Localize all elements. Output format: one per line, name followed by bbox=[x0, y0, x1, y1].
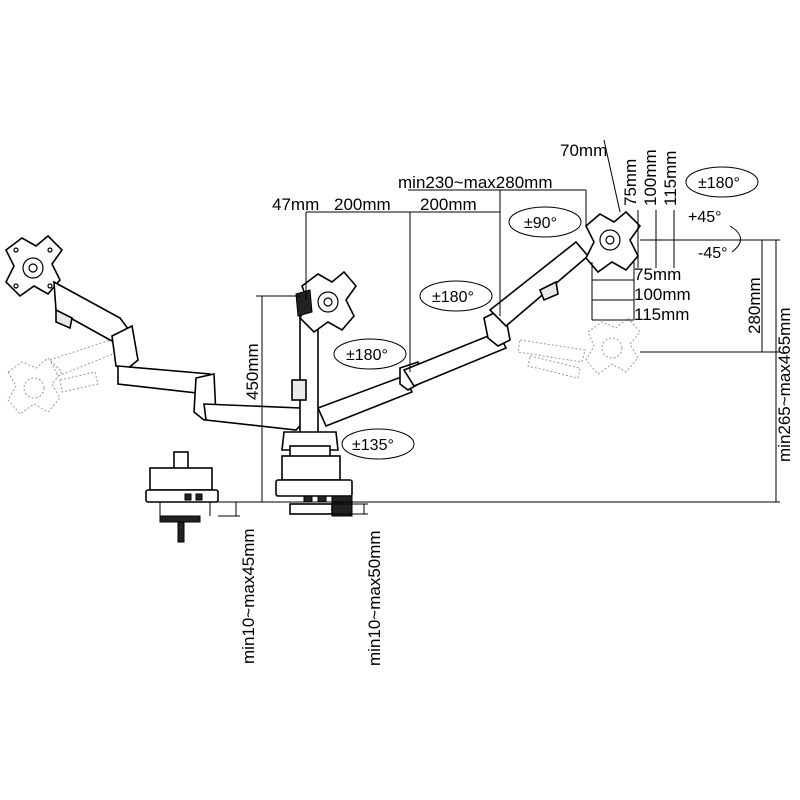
label-vesa-horizontal-75: 75mm bbox=[634, 265, 681, 284]
left-monitor-arm bbox=[4, 234, 303, 431]
rotation-arrow-icon bbox=[333, 338, 407, 370]
rotation-arrow-icon bbox=[508, 206, 582, 238]
label-vertical-travel: 280mm bbox=[745, 277, 764, 334]
label-vesa-vertical-100: 100mm bbox=[641, 149, 660, 206]
label-clamp-thickness: min10~max45mm bbox=[239, 528, 258, 664]
labels: 47mm 200mm 200mm min230~max280mm 70mm 45… bbox=[239, 141, 794, 666]
center-pole bbox=[275, 270, 358, 517]
label-vesa-horizontal-100: 100mm bbox=[634, 285, 691, 304]
left-clamp-base bbox=[145, 451, 219, 543]
label-swivel-upper: ±180° bbox=[432, 289, 474, 306]
label-vesa-offset: 70mm bbox=[560, 141, 607, 160]
label-arm-segment-1: 200mm bbox=[334, 195, 391, 214]
right-gas-spring-arm bbox=[488, 240, 590, 328]
rotation-arrow-icon bbox=[685, 166, 759, 198]
label-arm-segment-2: 200mm bbox=[420, 195, 477, 214]
label-grommet-thickness: min10~max50mm bbox=[365, 530, 384, 666]
rotation-arrow-icon bbox=[419, 280, 493, 312]
rotation-markers bbox=[333, 166, 759, 460]
label-arm-offset: 47mm bbox=[272, 195, 319, 214]
label-vesa-vertical-115: 115mm bbox=[661, 151, 680, 206]
label-vesa-vertical-75: 75mm bbox=[621, 159, 640, 206]
label-tilt-up: +45° bbox=[688, 209, 722, 226]
label-base-rotation: ±135° bbox=[352, 437, 394, 454]
label-tilt: ±90° bbox=[524, 215, 557, 232]
label-arm-rotation-center: ±180° bbox=[346, 347, 388, 364]
label-pole-height: 450mm bbox=[243, 343, 262, 400]
label-screen-rotation: ±180° bbox=[698, 175, 740, 192]
label-total-height: min265~max465mm bbox=[775, 308, 794, 463]
dimension-lines bbox=[216, 139, 780, 517]
right-monitor-arm bbox=[316, 210, 642, 428]
label-vesa-horizontal-115: 115mm bbox=[634, 305, 689, 324]
tilt-arc-icon bbox=[729, 225, 741, 253]
rotation-arrow-icon bbox=[341, 428, 415, 460]
label-arm-extension: min230~max280mm bbox=[398, 173, 553, 192]
label-tilt-down: -45° bbox=[698, 245, 728, 262]
